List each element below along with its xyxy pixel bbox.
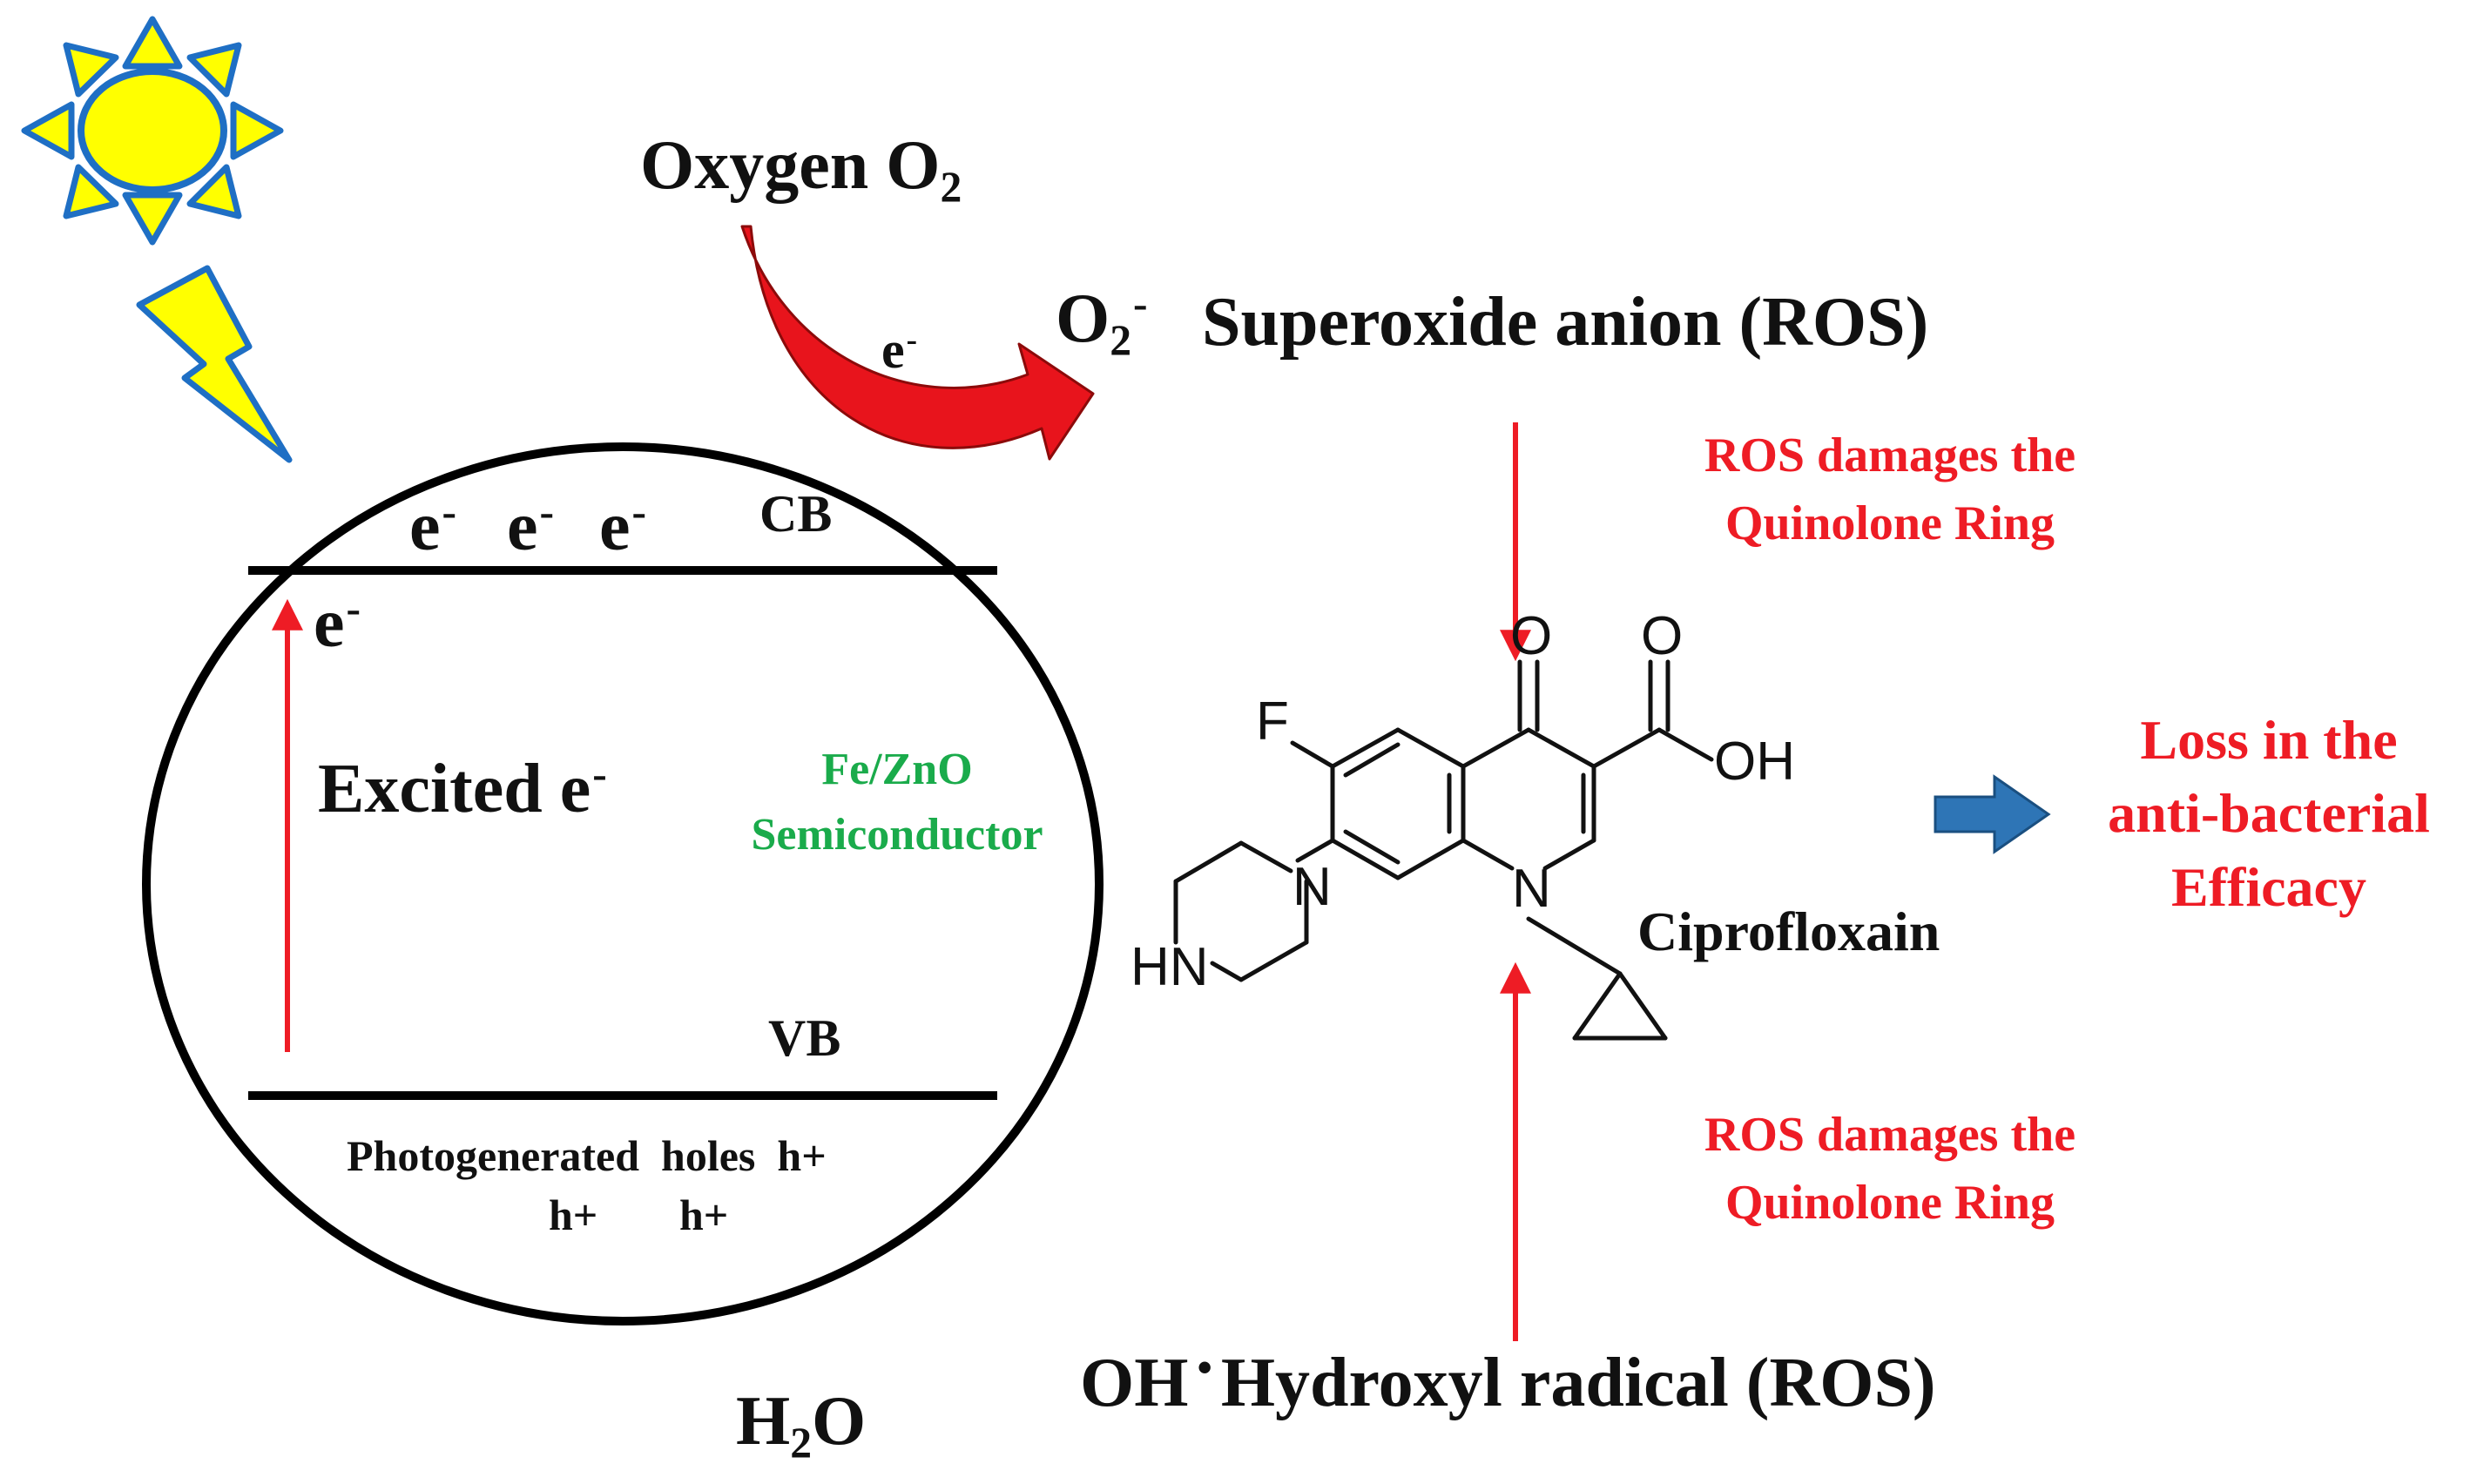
drug-name-label: Ciprofloxain bbox=[1637, 901, 1940, 962]
hole-label: h+ bbox=[549, 1191, 598, 1239]
curved-arrow-icon bbox=[740, 225, 1095, 461]
holes-label: Photogenerated holes h+ bbox=[347, 1131, 827, 1180]
efficacy-loss-note: Loss in the anti-bacterial Efficacy bbox=[2108, 709, 2430, 918]
atom-f: F bbox=[1256, 691, 1289, 752]
excited-electron-label: Excited e- bbox=[318, 749, 607, 827]
ros-damage-note-bottom: ROS damages the Quinolone Ring bbox=[1704, 1108, 2076, 1231]
semiconductor-particle bbox=[142, 442, 1104, 1325]
hydroxyl-radical-label: OH•Hydroxyl radical (ROS) bbox=[1080, 1343, 1936, 1421]
lightning-bolt-icon bbox=[136, 265, 293, 463]
excitation-electron-label: e- bbox=[314, 583, 361, 662]
atom-o-acid: O bbox=[1641, 606, 1684, 666]
sun-icon bbox=[21, 16, 284, 246]
superoxide-formula: O2- bbox=[1056, 279, 1148, 364]
atom-o-ketone: O bbox=[1510, 606, 1553, 666]
vb-label: VB bbox=[768, 1009, 841, 1067]
water-label: H2O bbox=[736, 1383, 867, 1467]
cb-electron: e- bbox=[507, 487, 555, 565]
atom-oh: OH bbox=[1714, 732, 1795, 792]
atom-hn: HN bbox=[1131, 937, 1209, 997]
atom-n-piperazine: N bbox=[1292, 857, 1332, 917]
semiconductor-label: Fe/ZnO Semiconductor bbox=[751, 745, 1043, 860]
atom-n-ring: N bbox=[1512, 859, 1551, 919]
cb-electron: e- bbox=[409, 487, 457, 565]
ciprofloxacin-structure bbox=[1173, 659, 1714, 1041]
cb-electron: e- bbox=[599, 487, 647, 565]
cb-label: CB bbox=[759, 485, 833, 543]
transfer-electron-label: e- bbox=[881, 321, 918, 379]
hole-label: h+ bbox=[679, 1191, 729, 1239]
ros-damage-note-top: ROS damages the Quinolone Ring bbox=[1704, 428, 2076, 551]
oxygen-label: Oxygen O2 bbox=[640, 127, 962, 211]
right-arrow-icon bbox=[1934, 774, 2051, 854]
superoxide-name: Superoxide anion (ROS) bbox=[1202, 284, 1929, 361]
